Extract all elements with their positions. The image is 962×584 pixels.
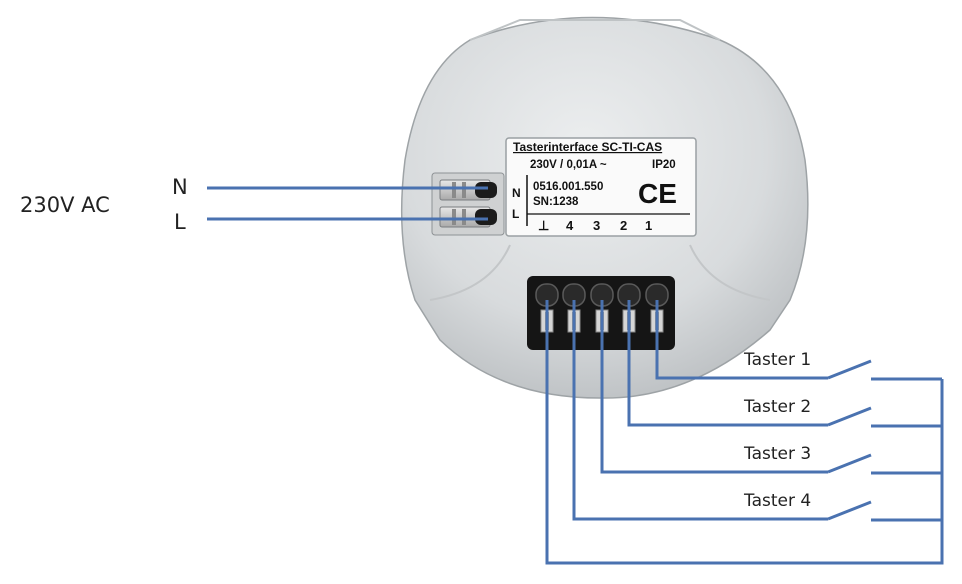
switch-wiring: Taster 1 Taster 2 Taster 3 Taster 4 bbox=[545, 300, 944, 565]
supply-voltage-label: 230V AC bbox=[20, 193, 110, 217]
switch-contact bbox=[827, 500, 872, 521]
switch-wire bbox=[655, 300, 828, 380]
switch-wire bbox=[600, 300, 828, 474]
terminal-labels: ⊥ 4 3 2 1 bbox=[538, 218, 652, 233]
ce-mark: CE bbox=[638, 178, 677, 209]
pushbutton-switch: Taster 4 bbox=[572, 300, 942, 522]
pushbutton-switch: Taster 3 bbox=[600, 300, 942, 475]
common-return-wire bbox=[545, 300, 944, 565]
terminal-number-label: 2 bbox=[620, 218, 627, 233]
switch-wire bbox=[627, 300, 828, 427]
switch-label: Taster 1 bbox=[743, 350, 811, 370]
device-rating: 230V / 0,01A ~ bbox=[530, 159, 607, 171]
switch-contact bbox=[827, 359, 872, 380]
part-number: 0516.001.550 bbox=[533, 181, 603, 193]
terminal-label-l: L bbox=[512, 207, 519, 221]
terminal-number-label: 4 bbox=[566, 218, 574, 233]
switch-contact bbox=[827, 406, 872, 427]
switch-label: Taster 3 bbox=[743, 444, 811, 464]
terminal-number-label: ⊥ bbox=[538, 218, 549, 233]
pushbutton-switch: Taster 1 bbox=[655, 300, 942, 381]
switch-label: Taster 2 bbox=[743, 397, 811, 417]
device-title: Tasterinterface SC-TI-CAS bbox=[513, 140, 662, 154]
switch-contact bbox=[827, 453, 872, 474]
terminal-number-label: 3 bbox=[593, 218, 600, 233]
ip-rating: IP20 bbox=[652, 159, 676, 171]
switch-wire bbox=[572, 300, 828, 521]
device-housing: Tasterinterface SC-TI-CAS 230V / 0,01A ~… bbox=[400, 16, 809, 399]
serial-number: SN:1238 bbox=[533, 196, 579, 208]
mains-clamp bbox=[431, 172, 505, 236]
device-label-plate bbox=[505, 137, 697, 237]
terminal-number-label: 1 bbox=[645, 218, 652, 233]
pushbutton-switch: Taster 2 bbox=[627, 300, 942, 428]
switch-label: Taster 4 bbox=[743, 491, 811, 511]
neutral-label: N bbox=[172, 175, 188, 199]
line-label: L bbox=[174, 210, 186, 234]
terminal-label-n: N bbox=[512, 186, 521, 200]
